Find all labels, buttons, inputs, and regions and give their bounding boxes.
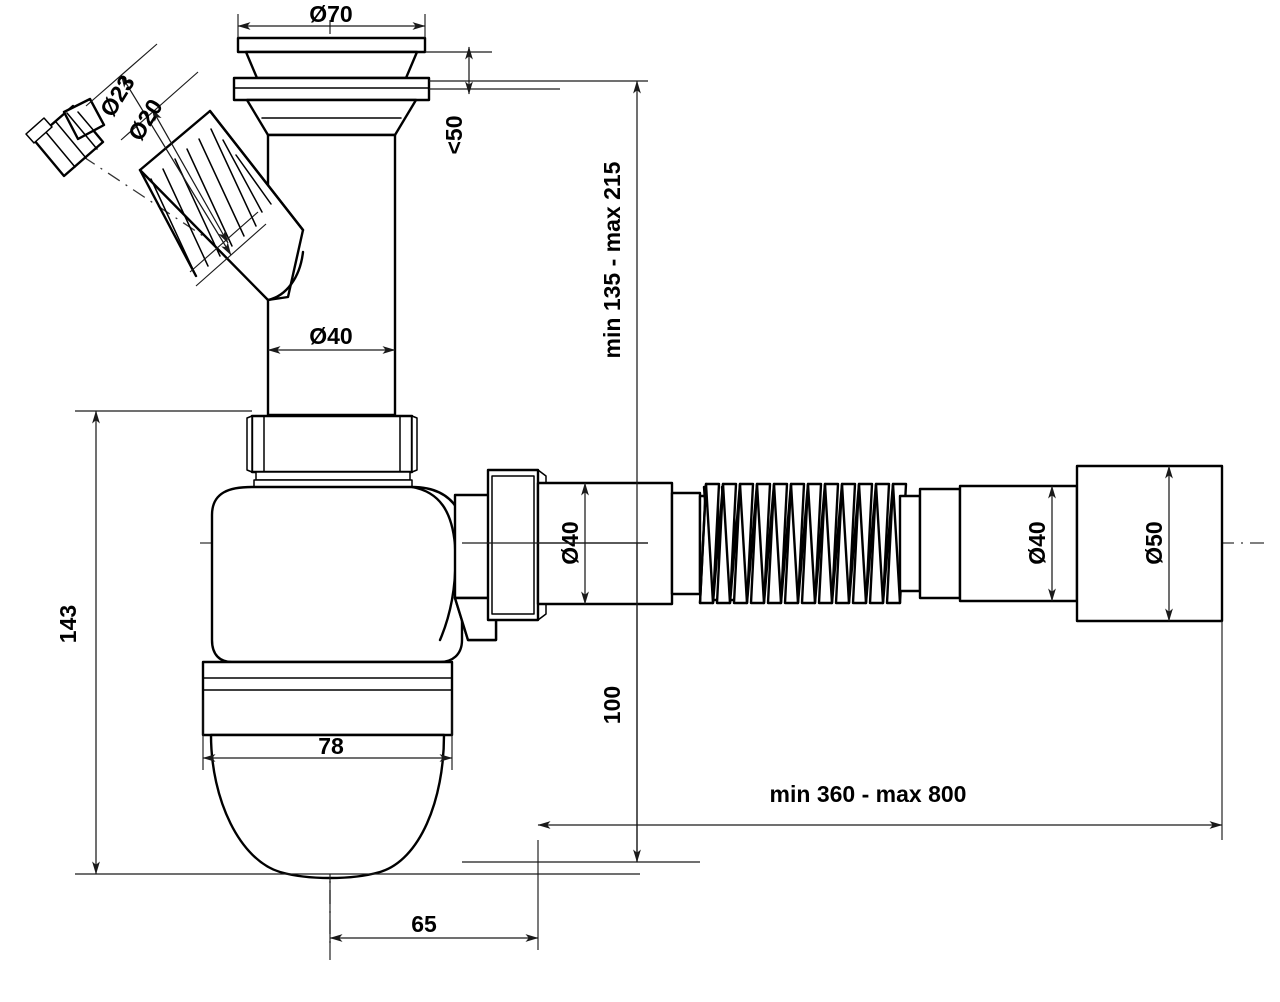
hose-clamp-nut [25, 97, 106, 178]
dimension-sink-thickness: <50 [425, 46, 560, 155]
dimension-outlet-reach: min 360 - max 800 [537, 621, 1223, 840]
bellows-end-collar [898, 487, 962, 600]
dimension-bowl-width: 78 [202, 700, 453, 770]
dim-label-riser-diameter: Ø40 [309, 323, 352, 349]
dimension-outlet-drop: 100 [462, 542, 700, 863]
dimension-riser-diameter: Ø40 [267, 323, 396, 354]
dim-label-flange-diameter: Ø70 [309, 1, 352, 27]
dim-label-hose-barb-diameter: Ø20 [123, 94, 168, 145]
dim-label-flex-outlet-diameter: Ø40 [1024, 521, 1050, 564]
dimension-waste-socket-diameter: Ø50 [1141, 465, 1173, 622]
flexible-bellows-section [698, 482, 908, 605]
dimension-flex-outlet-diameter: Ø40 [1024, 485, 1056, 602]
dim-label-outlet-reach: min 360 - max 800 [770, 781, 967, 807]
sink-drain-flange [232, 36, 431, 137]
flex-outlet-pipe [958, 484, 1079, 603]
dimension-flange-diameter: Ø70 [237, 1, 426, 38]
dim-label-bowl-width: 78 [318, 733, 344, 759]
dim-label-center-offset: 65 [411, 911, 437, 937]
dimension-center-offset: 65 [329, 840, 539, 950]
dim-label-sink-thickness: <50 [441, 115, 467, 154]
dim-label-waste-socket-diameter: Ø50 [1141, 521, 1167, 564]
dim-label-trap-height: 143 [55, 605, 81, 643]
bottle-trap-bowl [201, 485, 464, 737]
dim-label-riser-height: min 135 - max 215 [599, 161, 625, 358]
dimension-trap-height: 143 [55, 410, 640, 875]
removable-trap-cup [209, 733, 446, 880]
dim-label-outlet-drop: 100 [599, 686, 625, 724]
outlet-elbow [453, 493, 498, 642]
top-union-nut [246, 414, 418, 488]
